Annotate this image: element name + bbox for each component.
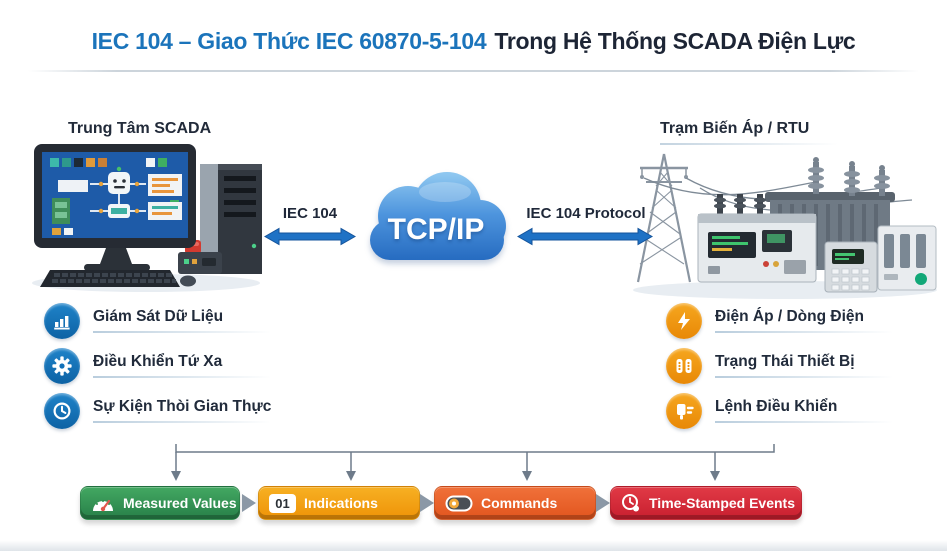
feature-underline bbox=[715, 331, 893, 333]
chevron-right-icon bbox=[596, 494, 610, 512]
cloud-label: TCP/IP bbox=[387, 213, 485, 246]
substation-graphic bbox=[633, 153, 937, 299]
feature-underline bbox=[715, 421, 893, 423]
badge-label: Time-Stamped Events bbox=[649, 495, 796, 511]
substation-heading-label: Trạm Biến Áp / RTU bbox=[660, 120, 810, 137]
feature-monitoring: Giám Sát Dữ Liệu bbox=[44, 298, 271, 343]
feature-realtime-events: Sự Kiện Thòi Gian Thực bbox=[44, 388, 272, 433]
feature-underline bbox=[93, 421, 272, 423]
substation-heading: Trạm Biến Áp / RTU bbox=[660, 120, 838, 145]
badge-label: Measured Values bbox=[123, 495, 237, 511]
page-title-rest: Trong Hệ Thống SCADA Điện Lực bbox=[494, 28, 856, 54]
workstation-graphic bbox=[32, 144, 262, 292]
right-link-arrow bbox=[517, 227, 653, 246]
feature-label: Lệnh Điều Khiển bbox=[715, 398, 838, 415]
left-link-label: IEC 104 bbox=[282, 205, 338, 222]
scada-screen-content bbox=[50, 158, 182, 235]
feature-label: Sự Kiện Thòi Gian Thực bbox=[93, 398, 272, 415]
page-title: IEC 104 – Giao Thức IEC 60870-5-104 Trong… bbox=[0, 28, 947, 55]
cloud-shape bbox=[370, 172, 506, 260]
badge-commands: Commands bbox=[434, 486, 596, 520]
feature-label: Điều Khiển Tứ Xa bbox=[93, 353, 223, 370]
substation-illustration bbox=[620, 142, 940, 305]
feature-voltage-current: Điện Áp / Dòng Điện bbox=[666, 298, 893, 343]
badge-label: Indications bbox=[304, 495, 378, 511]
badge-label: Commands bbox=[481, 495, 558, 511]
bushing-stacks bbox=[808, 157, 890, 196]
device-status-icon bbox=[666, 347, 702, 384]
toggle-icon bbox=[445, 495, 473, 512]
feature-remote-control: Điều Khiển Tứ Xa bbox=[44, 343, 271, 388]
badge-indications: 01 Indications bbox=[258, 486, 420, 520]
binary-badge-text: 01 bbox=[275, 495, 290, 511]
scada-feature-list: Giám Sát Dữ Liệu bbox=[44, 298, 272, 433]
feature-label: Điện Áp / Dòng Điện bbox=[715, 308, 864, 325]
rtu-keypad-unit bbox=[824, 241, 878, 293]
feature-device-status: Trạng Thái Thiết Bị bbox=[666, 343, 893, 388]
chevron-right-icon bbox=[420, 494, 434, 512]
substation-feature-list: Điện Áp / Dòng Điện Trạng Thái Thiết Bị bbox=[666, 298, 893, 433]
gauge-icon bbox=[91, 495, 115, 512]
page-title-accent: IEC 104 – Giao Thức IEC 60870-5-104 bbox=[91, 28, 487, 54]
clock-icon bbox=[44, 392, 80, 429]
badge-measured-values: Measured Values bbox=[80, 486, 240, 520]
badge-time-stamped-events: Time-Stamped Events bbox=[610, 486, 802, 520]
feature-underline bbox=[93, 376, 271, 378]
stamped-clock-icon bbox=[621, 493, 641, 513]
binary-badge-icon: 01 bbox=[269, 493, 296, 513]
distribution-connector bbox=[171, 444, 775, 481]
chevron-right-icon bbox=[242, 494, 256, 512]
feature-label: Trạng Thái Thiết Bị bbox=[715, 353, 855, 370]
substation-heading-underline bbox=[660, 143, 838, 145]
switchgear-cabinet bbox=[877, 225, 937, 291]
feature-underline bbox=[715, 376, 893, 378]
left-link-arrow bbox=[264, 227, 356, 246]
right-link-label: IEC 104 Protocol bbox=[526, 205, 646, 222]
title-divider bbox=[28, 70, 919, 72]
scada-workstation-illustration bbox=[28, 140, 276, 299]
bar-chart-icon bbox=[44, 302, 80, 339]
gear-icon bbox=[44, 347, 80, 384]
plug-icon bbox=[666, 392, 702, 429]
relay-cabinet bbox=[697, 194, 817, 283]
feature-underline bbox=[93, 331, 271, 333]
feature-label: Giám Sát Dữ Liệu bbox=[93, 308, 224, 325]
bottom-strip bbox=[0, 540, 947, 551]
scada-center-heading: Trung Tâm SCADA bbox=[68, 120, 212, 137]
lightning-icon bbox=[666, 302, 702, 339]
feature-control-commands: Lệnh Điều Khiển bbox=[666, 388, 893, 433]
tcpip-cloud bbox=[350, 166, 522, 280]
